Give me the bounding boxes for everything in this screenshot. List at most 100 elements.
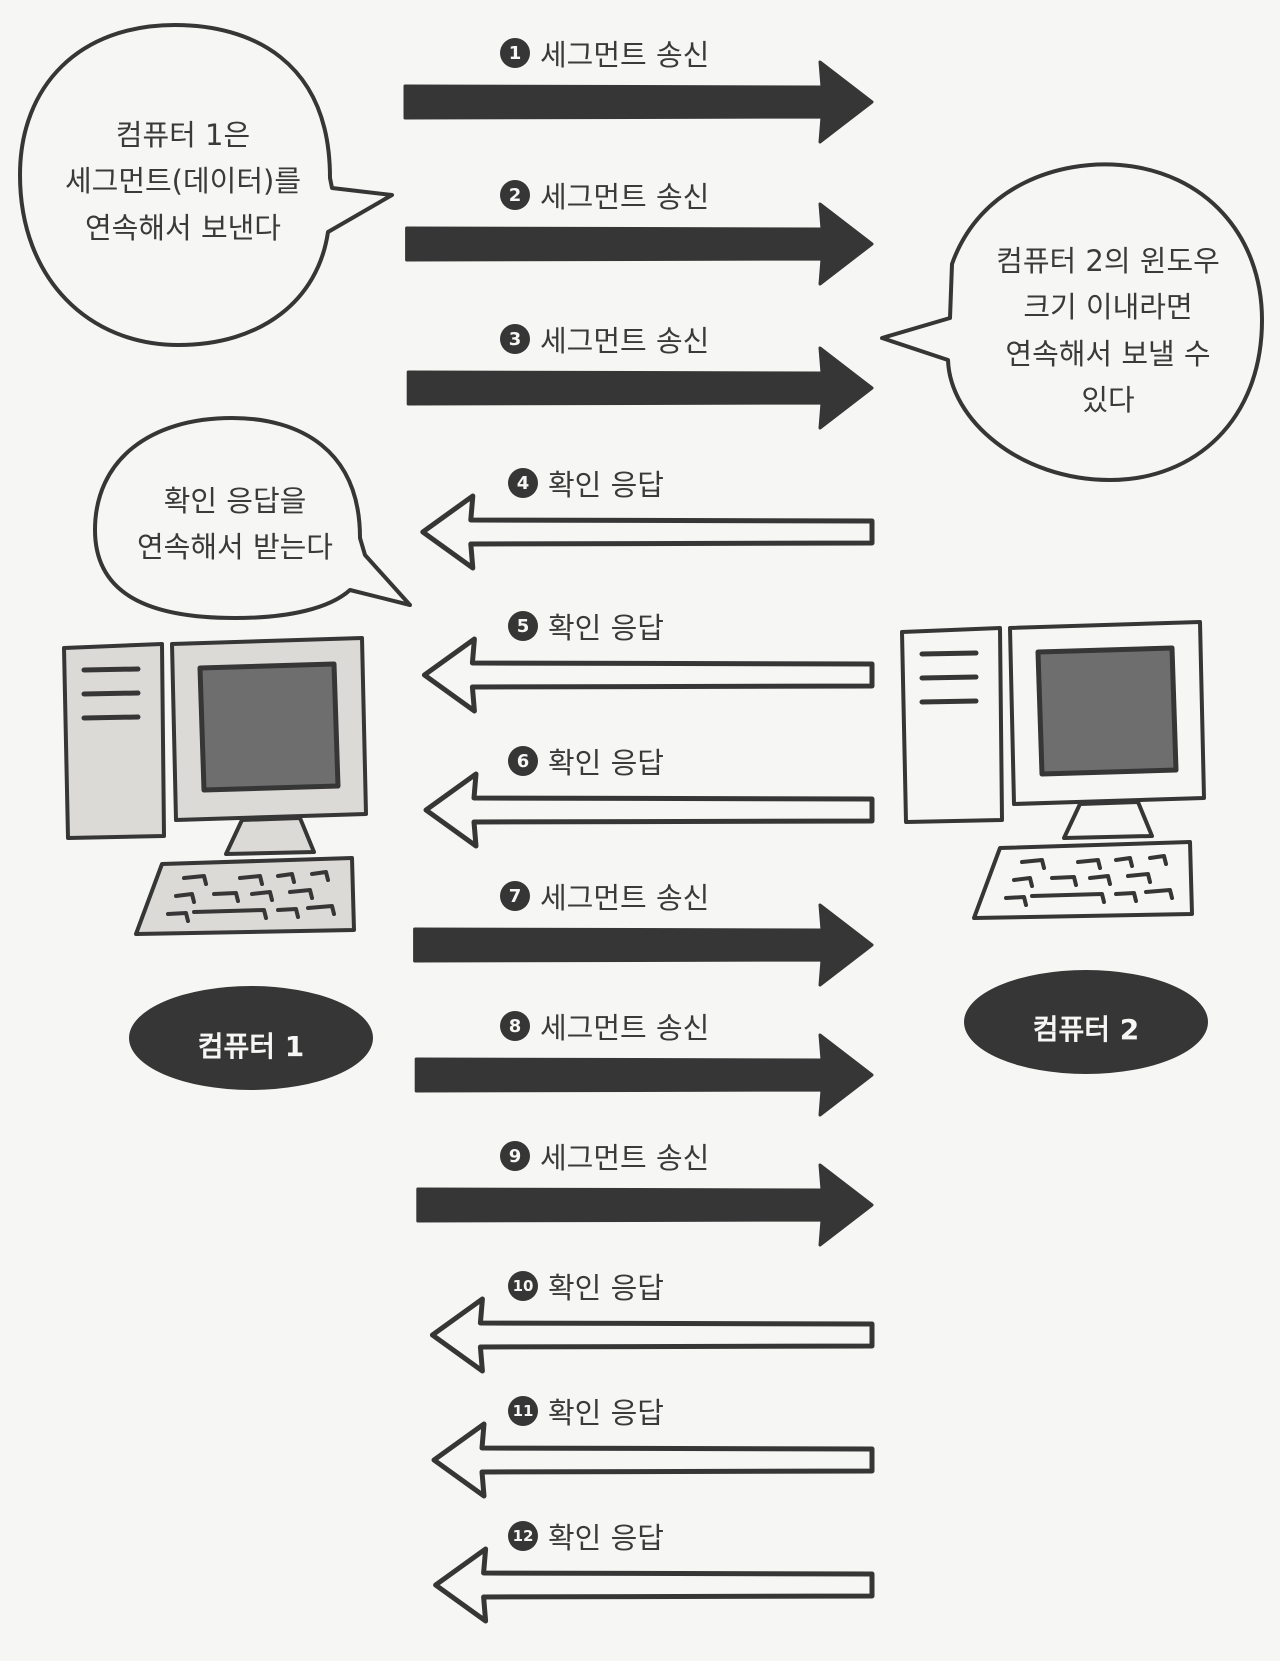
computer-1-key-8: [288, 888, 314, 900]
computer-1-key-2: [238, 874, 264, 886]
bubble-line: 컴퓨터 2의 윈도우: [996, 244, 1220, 278]
arrow-step-2: [405, 202, 874, 286]
step-label-6: 6 확인 응답: [508, 740, 664, 782]
computer-1-keyboard: [134, 856, 356, 936]
computer-2-label-blob: [964, 970, 1208, 1074]
computer-2-tower-slot-2: [919, 674, 979, 681]
bubble-line: 크기 이내라면: [1023, 290, 1193, 325]
computer-2-stand: [1062, 800, 1154, 840]
computer-2-key-7: [1088, 874, 1112, 886]
computer-1-key-12: [306, 904, 336, 916]
bubble-line: 있다: [1081, 383, 1135, 418]
computer-2-tower-slot-3: [919, 698, 979, 705]
step-label-1: 1 세그먼트 송신: [500, 32, 709, 74]
computer-1-key-1: [182, 874, 208, 886]
step-label-text: 세그먼트 송신: [540, 180, 710, 214]
computer-2-tower-slot-1: [919, 650, 979, 657]
computer-2-key-6: [1050, 875, 1078, 887]
step-label-text: 세그먼트 송신: [540, 1011, 710, 1045]
bubble-pc1-send-text: 컴퓨터 1은 세그먼트(데이터)를 연속해서 보낸다: [28, 112, 338, 251]
arrow-step-4: [420, 493, 875, 571]
step-label-text: 세그먼트 송신: [540, 324, 710, 358]
speech-bubble-pc1-ack: [93, 416, 412, 620]
computer-2-key-11: [1114, 891, 1138, 903]
step-number-badge: 1: [500, 38, 530, 68]
step-number-badge: 4: [508, 468, 538, 498]
computer-1-key-10: [192, 908, 268, 920]
computer-2-key-4: [1148, 854, 1168, 866]
computer-1-key-6: [212, 891, 240, 903]
step-label-9: 9 세그먼트 송신: [500, 1135, 709, 1177]
step-label-3: 3 세그먼트 송신: [500, 318, 709, 360]
step-number-badge: 9: [500, 1141, 530, 1171]
arrow-step-8: [414, 1033, 874, 1117]
computer-1-key-7: [250, 890, 274, 902]
step-number-badge: 3: [500, 324, 530, 354]
computer-2-key-2: [1076, 858, 1102, 870]
step-label-text: 확인 응답: [548, 1521, 664, 1555]
computer-2-key-1: [1020, 858, 1046, 870]
step-number-badge: 7: [500, 881, 530, 911]
step-label-text: 확인 응답: [548, 1271, 664, 1305]
computer-1-tower-slot-2: [81, 690, 141, 697]
computer-1-tower: [62, 642, 166, 840]
bubble-line: 세그먼트(데이터)를: [64, 164, 302, 199]
speech-bubble-pc1-send: [18, 23, 394, 347]
computer-1-label: 컴퓨터 1: [197, 1030, 305, 1063]
step-number-badge: 10: [508, 1271, 538, 1301]
step-label-2: 2 세그먼트 송신: [500, 174, 709, 216]
step-label-text: 세그먼트 송신: [540, 1141, 710, 1175]
arrow-step-12: [433, 1546, 875, 1624]
step-label-text: 확인 응답: [548, 746, 664, 780]
computer-2-key-8: [1126, 872, 1152, 884]
arrow-step-6: [423, 771, 875, 849]
arrow-step-5: [421, 636, 875, 714]
step-label-text: 확인 응답: [548, 611, 664, 645]
step-label-12: 12 확인 응답: [508, 1515, 664, 1557]
bubble-pc2-window-text: 컴퓨터 2의 윈도우 크기 이내라면 연속해서 보낼 수 있다: [958, 238, 1258, 424]
arrow-step-1: [403, 60, 874, 144]
bubble-pc1-ack-text: 확인 응답을 연속해서 받는다: [100, 478, 370, 571]
arrow-step-7: [413, 903, 874, 987]
step-number-badge: 2: [500, 180, 530, 210]
computer-2-key-5: [1012, 876, 1034, 888]
computer-1-tower-slot-3: [81, 714, 141, 721]
computer-2-keyboard: [972, 840, 1194, 920]
step-label-text: 확인 응답: [548, 1396, 664, 1430]
step-number-badge: 12: [508, 1521, 538, 1551]
step-label-text: 세그먼트 송신: [540, 881, 710, 915]
bubble-line: 연속해서 받는다: [137, 530, 333, 565]
arrow-step-11: [431, 1421, 875, 1499]
computer-2-key-12: [1144, 888, 1174, 900]
computer-2-screen: [1035, 645, 1179, 777]
computer-1-tower-slot-1: [81, 666, 141, 673]
computer-2-key-3: [1114, 856, 1134, 868]
computer-1-label-blob: [129, 986, 373, 1090]
step-number-badge: 6: [508, 746, 538, 776]
step-label-11: 11 확인 응답: [508, 1390, 664, 1432]
computer-1-key-4: [310, 870, 330, 882]
step-number-badge: 5: [508, 611, 538, 641]
computer-2-key-10: [1030, 892, 1106, 904]
computer-1-key-9: [166, 911, 190, 923]
bubble-line: 연속해서 보낸다: [85, 210, 281, 245]
speech-bubble-pc2-window: [880, 162, 1264, 482]
computer-1-key-11: [276, 907, 300, 919]
arrow-step-9: [416, 1163, 874, 1247]
computer-2-label: 컴퓨터 2: [1032, 1013, 1140, 1046]
computer-1-stand: [224, 816, 316, 856]
computer-2-tower: [900, 626, 1004, 824]
computer-1-key-5: [174, 892, 196, 904]
computer-2-key-9: [1004, 895, 1028, 907]
bubble-line: 확인 응답을: [163, 484, 307, 518]
step-label-text: 세그먼트 송신: [540, 38, 710, 72]
arrow-step-10: [429, 1296, 875, 1374]
step-number-badge: 11: [508, 1396, 538, 1426]
step-label-5: 5 확인 응답: [508, 605, 664, 647]
computer-1-screen: [197, 661, 341, 793]
bubble-line: 연속해서 보낼 수: [1005, 336, 1211, 371]
